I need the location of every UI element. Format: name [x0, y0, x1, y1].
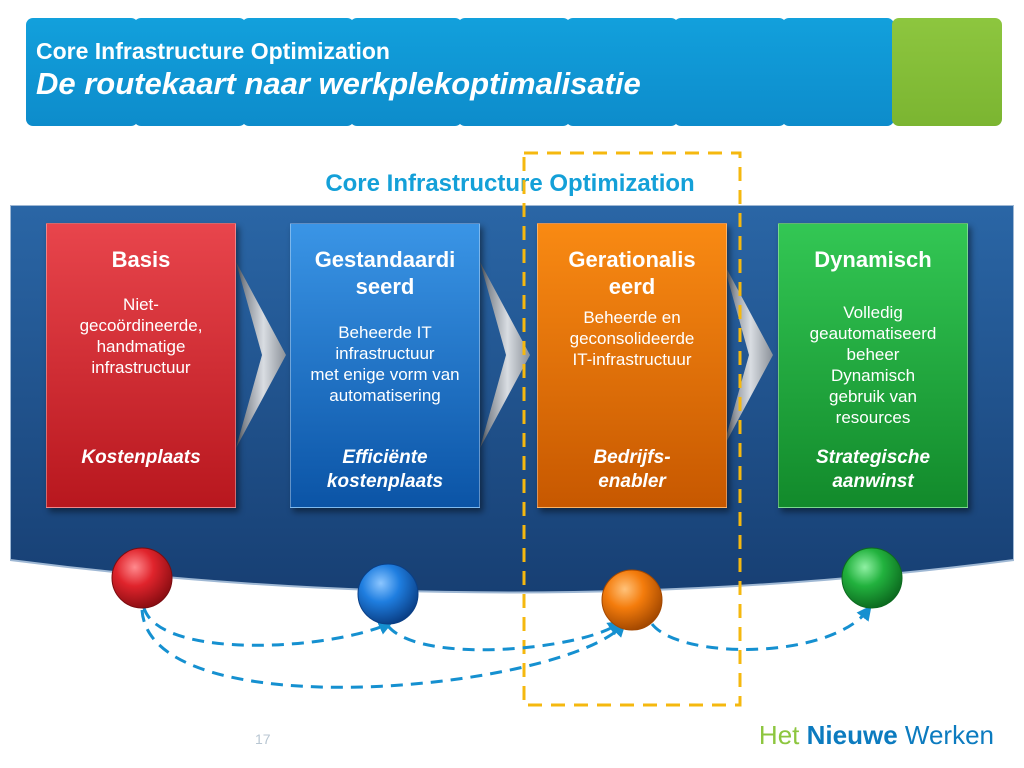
header-segment [26, 18, 138, 126]
brand-word-werken: Werken [904, 720, 994, 750]
connector-red-to-blue [142, 607, 394, 647]
diagram-title: Core Infrastructure Optimization [325, 170, 695, 197]
footer-brand: Het Nieuwe Werken [759, 720, 994, 751]
stage-description: Volledig geautomatiseerd beheer Dynamisc… [809, 303, 937, 427]
stage-title: Gerationalis eerd [568, 247, 696, 299]
stage-description: Beheerde en geconsolideerde IT-infrastru… [569, 308, 695, 369]
stage-title: Gestandaardi seerd [314, 247, 456, 299]
highlight-dashed-box [522, 151, 742, 707]
header-segment [674, 18, 786, 126]
header-subtitle: De routekaart naar werkplekoptimalisatie [36, 66, 641, 101]
stage-description: Beheerde IT infrastructuur met enige vor… [310, 323, 460, 405]
stage-card-gestandaardiseerd: Gestandaardi seerd Beheerde IT infrastru… [290, 223, 480, 508]
stage-circle-blue [357, 563, 419, 625]
stage-title: Dynamisch [814, 247, 932, 272]
header-title: Core Infrastructure Optimization [36, 38, 390, 64]
stage-card-dynamisch: Dynamisch Volledig geautomatiseerd behee… [778, 223, 968, 508]
header-segment [350, 18, 462, 126]
stage-value: Bedrijfs- enabler [593, 447, 671, 492]
stage-value: Efficiënte kostenplaats [326, 447, 444, 492]
slide-number: 17 [255, 731, 271, 747]
chevron-arrow-icon [236, 262, 286, 448]
stage-circle-green [841, 547, 903, 609]
connector-blue-to-orange [386, 620, 623, 652]
chevron-arrow-icon [723, 262, 773, 448]
header-segment [242, 18, 354, 126]
stage-description: Niet- gecoördineerde, handmatige infrast… [79, 295, 203, 377]
header-green-segment [892, 18, 1002, 126]
header-segment [134, 18, 246, 126]
stage-value: Strategische aanwinst [815, 447, 931, 492]
header-segment [566, 18, 678, 126]
brand-word-het: Het [758, 720, 800, 750]
stage-value: Kostenplaats [81, 447, 201, 468]
connector-orange-to-green [650, 605, 872, 651]
brand-word-nieuwe: Nieuwe [806, 720, 898, 750]
stage-circle-orange [601, 569, 663, 631]
stage-card-basis: Basis Niet- gecoördineerde, handmatige i… [46, 223, 236, 508]
header-segment [458, 18, 570, 126]
stage-title: Basis [111, 247, 171, 272]
header-banner [26, 18, 1002, 126]
connector-red-to-orange [140, 609, 627, 689]
stage-circle-red [111, 547, 173, 609]
stage-card-gerationaliseerd: Gerationalis eerd Beheerde en geconsolid… [537, 223, 727, 508]
chevron-arrow-icon [480, 262, 530, 448]
header-text: Core Infrastructure Optimization De rout… [36, 38, 641, 102]
header-segment [782, 18, 894, 126]
